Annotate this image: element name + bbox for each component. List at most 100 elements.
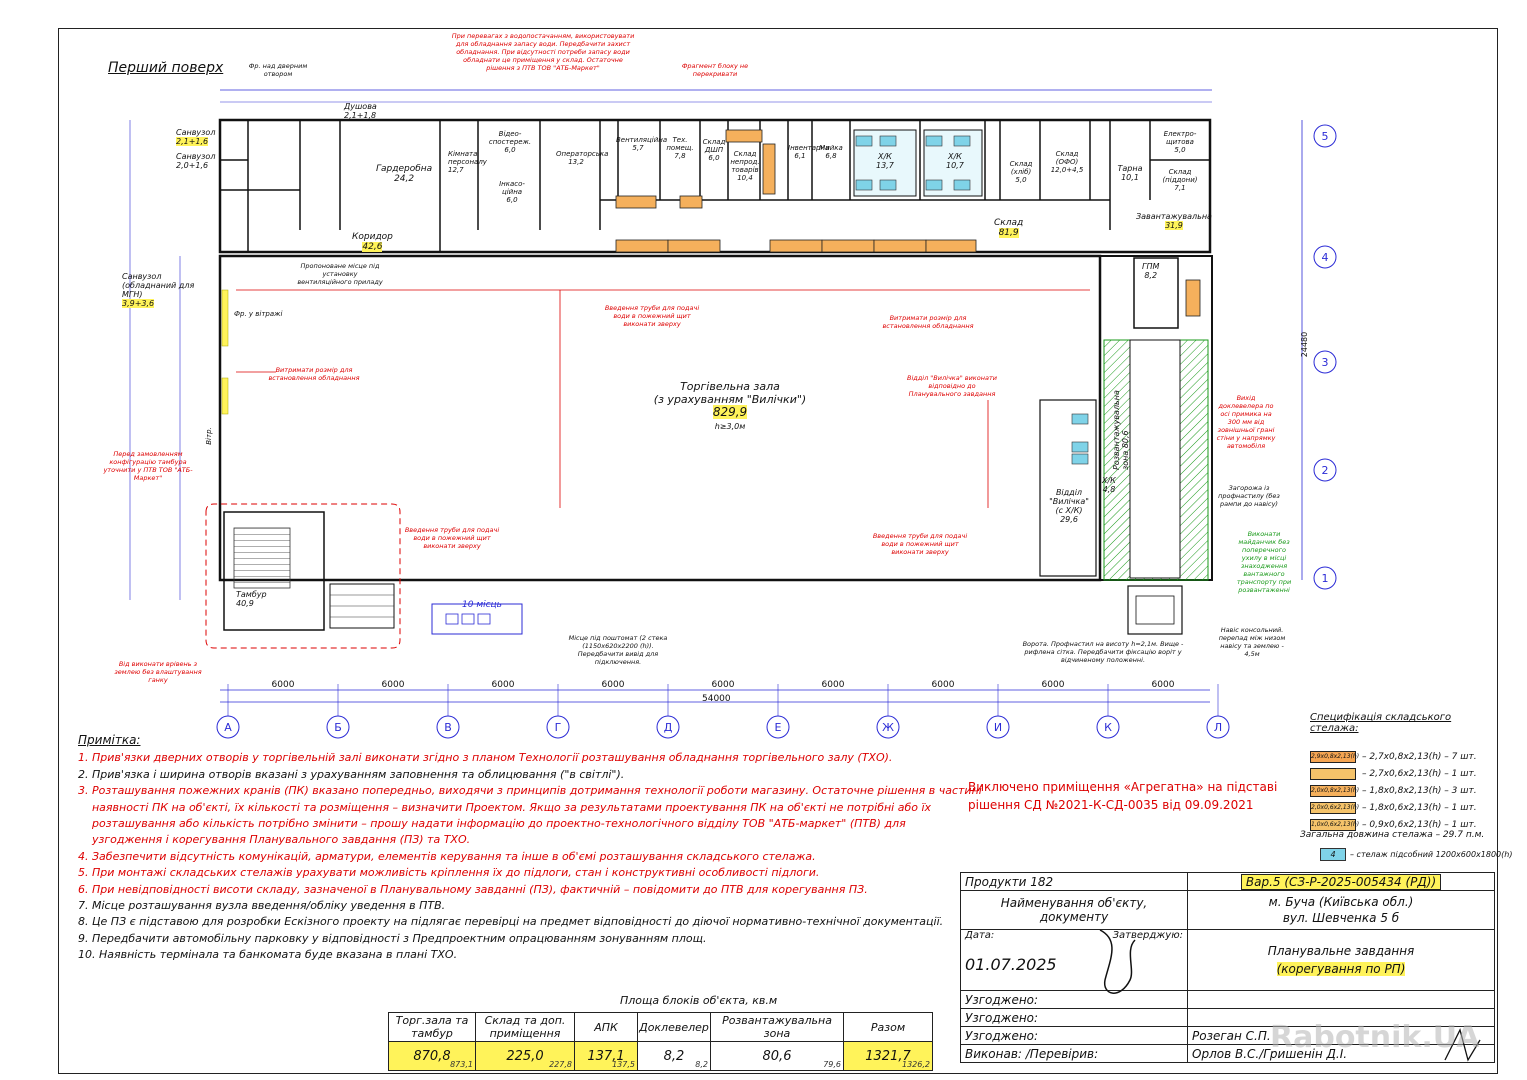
axis-bubble: [1313, 350, 1337, 374]
tb-agreed-3: Узгоджено:: [960, 1026, 1188, 1045]
axis-letter: Г: [555, 721, 562, 734]
area-value: 8,2: [663, 1048, 685, 1064]
axis-letter: Л: [1214, 721, 1222, 734]
note-item: 5. При монтажі складських стелажів ураху…: [78, 866, 820, 880]
area-sub: 137,5: [612, 1060, 635, 1069]
truck-icon: [1127, 585, 1183, 635]
axis-letter: Д: [664, 721, 673, 734]
spec-text: – 0,9x0,6x2,13(h) – 1 шт.: [1362, 819, 1477, 830]
annotation-gate: Ворота. Профнастил на висоту h=2,1м. Вищ…: [1022, 640, 1184, 664]
note-item: 10. Наявність термінала та банкомата буд…: [78, 948, 458, 962]
axis-letter: И: [994, 721, 1002, 734]
axis-bubble: [1313, 245, 1337, 269]
axis-bubble: [876, 715, 900, 739]
spec-swatch: 2,0x0,6x2,13(h): [1310, 801, 1359, 814]
annotation-pipe-2: Введення труби для подачі води в пожежни…: [404, 526, 500, 550]
sheet-title: Перший поверх: [108, 60, 224, 76]
note-item: узгодження і корегування Планувального з…: [78, 833, 471, 847]
note-item: 4. Забезпечити відсутність комунікацій, …: [78, 849, 816, 863]
bay-dim: 6000: [712, 680, 735, 690]
annotation-zagorozha: Загорожа із профнастилу (без рампи до на…: [1218, 484, 1280, 508]
tb-approve-label: Затверджую:: [1112, 930, 1183, 941]
annotation-size-2: Витримати розмір для встановлення обладн…: [268, 366, 360, 382]
note-item: 2. Прив'язка і ширина отворів вказані з …: [78, 767, 625, 781]
spec-row: 2,0x0,8x2,13(h)– 1,8x0,8x2,13(h) – 3 шт.: [1310, 782, 1490, 799]
partitions: [220, 120, 1210, 252]
notes-heading: Примітка:: [78, 733, 141, 747]
rack-spec: Специфікація складського стелажа: 2,9x0,…: [1310, 712, 1490, 833]
room-label-sanvuzol-mgn: Санвузол (обладнаний для МГН)3,9+3,6: [122, 272, 195, 308]
spec-text: – 1,8x0,6x2,13(h) – 1 шт.: [1362, 802, 1477, 813]
axis-letter: В: [444, 721, 452, 734]
area-header: Склад та доп. приміщення: [475, 1012, 575, 1042]
bay-dim: 6000: [272, 680, 295, 690]
area-value: 870,8: [413, 1048, 451, 1064]
tb-doc1: Планувальне завдання: [1267, 944, 1415, 958]
note-item: 7. Місце розташування вузла введення/обл…: [78, 899, 446, 913]
tb-address1: м. Буча (Київська обл.): [1268, 895, 1414, 909]
area-sub: 873,1: [450, 1060, 473, 1069]
tb-address2: вул. Шевченка 5 б: [1282, 911, 1400, 925]
gpm-room: [1133, 257, 1179, 329]
axis-bubble: [326, 715, 350, 739]
area-sub: 1326,2: [902, 1060, 930, 1069]
room-label-sklad-ofo: Склад (ОФО)12,0+4,5: [1050, 150, 1084, 174]
axis-bubble: [1313, 566, 1337, 590]
tb-executor: Виконав: /Перевірив:: [960, 1044, 1188, 1063]
bay-dim: 6000: [492, 680, 515, 690]
tb-person2: Орлов В.С./Гришенін Д.І.: [1187, 1044, 1495, 1063]
axis-number: 2: [1322, 464, 1329, 477]
annotation-pipe-3: Введення труби для подачі води в пожежни…: [872, 532, 968, 556]
tb-variant: Вар.5 (СЗ-Р-2025-005434 (РД)): [1240, 873, 1442, 890]
area-header: АПК: [574, 1012, 638, 1042]
spec-text: – 2,7x0,6x2,13(h) – 1 шт.: [1362, 768, 1477, 779]
room-label-tech: Тех. помещ.7,8: [666, 136, 694, 160]
axis-number: 4: [1322, 251, 1329, 264]
spec-text: – 2,7x0,8x2,13(h) – 7 шт.: [1362, 751, 1477, 762]
axis-letter: А: [224, 721, 232, 734]
axis-letter: Е: [775, 721, 782, 734]
note-item: 6. При невідповідності висоти складу, за…: [78, 882, 868, 896]
spec-swatch: [1310, 767, 1356, 780]
annotation-size-1: Витримати розмір для встановлення обладн…: [882, 314, 974, 330]
cold-racks: [855, 135, 1089, 465]
axis-letter: К: [1104, 721, 1112, 734]
bay-dim: 6000: [1042, 680, 1065, 690]
annotation-vent: Пропоноване місце під установку вентиляц…: [297, 262, 383, 286]
annotation-fr-vitr: Фр. у вітражі: [234, 310, 283, 318]
spec-swatch: 2,9x0,8x2,13(h): [1310, 750, 1359, 763]
spec-total: Загальна довжина стелажа – 29.7 п.м.: [1300, 830, 1485, 840]
parking-label: 10 місць: [462, 600, 502, 610]
annotation-fridge: Фрагмент блоку не перекривати: [681, 62, 749, 78]
spec-row: 1,0x0,6x2,13(h)– 0,9x0,6x2,13(h) – 1 шт.: [1310, 816, 1490, 833]
parking-area: [431, 603, 523, 635]
annotation-water: При перевагах з водопостачанням, викорис…: [451, 32, 635, 72]
axis-bubble: [546, 715, 570, 739]
annotation-ramp: Вихід доклевелера по осі примика на 300 …: [1216, 394, 1276, 450]
area-value: 137,1: [587, 1048, 625, 1064]
tb-name-label: Найменування об'єкту, документу: [960, 890, 1188, 930]
tb-agreed-2: Узгоджено:: [960, 1008, 1188, 1027]
tb-doc2: (корегування по РП): [1276, 962, 1406, 976]
note-item: 9. Передбачити автомобільну парковку у в…: [78, 931, 707, 945]
bay-dim: 6000: [932, 680, 955, 690]
spec-legend: 4 – стелаж підсобний 1200x600x1800(h): [1320, 848, 1512, 861]
room-label-vilichka: Відділ "Вилічка" (с Х/К)29,6: [1049, 488, 1089, 524]
axis-number: 3: [1322, 356, 1329, 369]
room-label-torg: Торгівельна зала(з урахуванням "Вилічки"…: [653, 380, 807, 431]
axis-markers: [220, 689, 1210, 703]
vilichka-dept: [1039, 399, 1097, 577]
room-label-video: Відео-спостереж.6,0: [488, 130, 532, 154]
room-label-sklad-pidd: Склад (піддони)7,1: [1162, 168, 1198, 192]
